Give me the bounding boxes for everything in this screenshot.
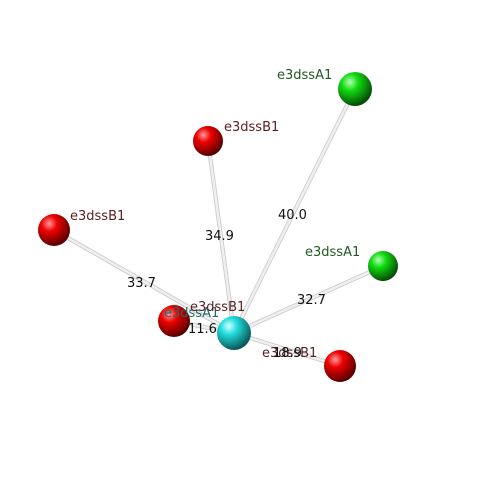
atom-label-b_bottom: e3dssB1: [262, 346, 317, 361]
distance-label-a_right: 32.7: [297, 293, 326, 308]
distance-label-b_left: 33.7: [127, 276, 156, 291]
atom-label-a_right: e3dssA1: [305, 245, 360, 260]
distance-label-b_bottom: 18.9: [273, 346, 302, 361]
distance-line-a_right: [234, 266, 384, 335]
distance-line-b_top: [209, 140, 237, 333]
distance-line-b_left: [53, 229, 235, 334]
distance-line-b_top: [207, 140, 235, 334]
atom-label-b_left: e3dssB1: [70, 209, 125, 224]
atom-label-b_overlap: e3dssB1: [190, 300, 245, 315]
distance-line-b_top: [205, 141, 233, 334]
distance-label-b_top: 34.9: [205, 229, 234, 244]
distance-line-a_top: [233, 88, 356, 334]
atom-sphere-b_left[interactable]: [38, 214, 70, 246]
distance-line-b_bottom: [234, 330, 341, 365]
atoms-layer: [38, 72, 398, 382]
atom-sphere-b_bottom[interactable]: [324, 350, 356, 382]
distance-line-b_left: [54, 228, 236, 333]
distance-line-a_right: [233, 265, 384, 334]
atom-sphere-a_top[interactable]: [338, 72, 372, 106]
atom-label-b_top: e3dssB1: [224, 120, 279, 135]
distance-lines: [52, 88, 384, 369]
distance-label-b_overlap: 11.6: [188, 322, 217, 337]
atom-label-a_top: e3dssA1: [277, 68, 332, 83]
distance-label-a_top: 40.0: [278, 208, 307, 223]
atom-sphere-b_top[interactable]: [193, 126, 223, 156]
labels-layer: e3dssA1e3dssB1e3dssB1e3dssB1e3dssA1e3dss…: [70, 68, 360, 361]
atom-sphere-b_overlap[interactable]: [158, 305, 190, 337]
distance-line-b_left: [52, 230, 234, 335]
distance-line-a_top: [234, 89, 357, 334]
atom-sphere-a_right[interactable]: [368, 251, 398, 281]
distance-line-a_top: [232, 88, 355, 333]
distance-line-a_right: [233, 264, 383, 333]
distance-line-b_bottom: [233, 332, 341, 367]
atom-label-center: e3dssA1: [164, 306, 219, 321]
atom-sphere-center[interactable]: [217, 316, 251, 350]
distance-line-b_bottom: [233, 334, 340, 369]
